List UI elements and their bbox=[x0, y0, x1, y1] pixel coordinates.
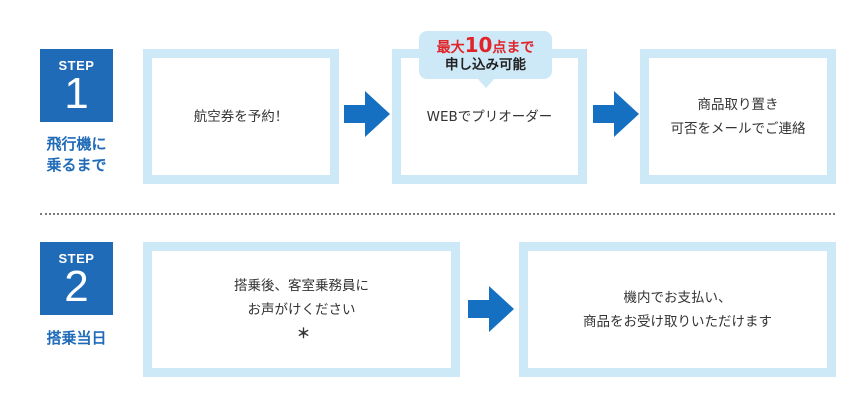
step2-box-payment: 機内でお支払い、 商品をお受け取りいただけます bbox=[519, 242, 836, 377]
step1-badge-word: STEP bbox=[58, 58, 95, 73]
step2-box-notify-crew-body: 搭乗後、客室乗務員に お声がけください bbox=[234, 277, 369, 318]
step1-caption: 飛行機に 乗るまで bbox=[46, 135, 107, 174]
step2-box-payment-text: 機内でお支払い、 商品をお受け取りいただけます bbox=[583, 289, 772, 330]
step2-box-notify-crew: 搭乗後、客室乗務員に お声がけください ＊ bbox=[143, 242, 460, 377]
step2-badge-number: 2 bbox=[64, 262, 89, 311]
arrow-right-icon bbox=[344, 91, 390, 137]
preorder-limit-line2: 申し込み可能 bbox=[445, 57, 526, 73]
step2-badge-word: STEP bbox=[58, 251, 95, 266]
step1-badge: STEP 1 bbox=[40, 49, 113, 122]
bubble-suffix: 点まで bbox=[492, 40, 535, 56]
step1-box-reserve-text: 航空券を予約！ bbox=[193, 108, 289, 125]
preorder-limit-line1: 最大10点まで bbox=[419, 35, 552, 58]
step2-badge: STEP 2 bbox=[40, 242, 113, 315]
step1-box-reserve: 航空券を予約！ bbox=[143, 49, 339, 184]
step-divider bbox=[40, 213, 835, 215]
footnote-asterisk: ＊ bbox=[296, 325, 311, 342]
step1-box-confirmation-text: 商品取り置き 可否をメールでご連絡 bbox=[670, 96, 806, 137]
arrow-right-icon bbox=[468, 286, 514, 332]
step1-badge-number: 1 bbox=[64, 69, 89, 118]
arrow-right-icon bbox=[593, 91, 639, 137]
preorder-limit-bubble: 最大10点まで 申し込み可能 bbox=[419, 31, 552, 88]
step1-box-confirmation: 商品取り置き 可否をメールでご連絡 bbox=[640, 49, 836, 184]
step1-box-preorder-text: WEBでプリオーダー bbox=[426, 108, 553, 125]
bubble-number: 10 bbox=[464, 33, 493, 57]
step2-caption: 搭乗当日 bbox=[46, 329, 107, 347]
bubble-prefix: 最大 bbox=[436, 40, 465, 56]
step2-box-notify-crew-text: 搭乗後、客室乗務員に お声がけください ＊ bbox=[234, 274, 369, 346]
